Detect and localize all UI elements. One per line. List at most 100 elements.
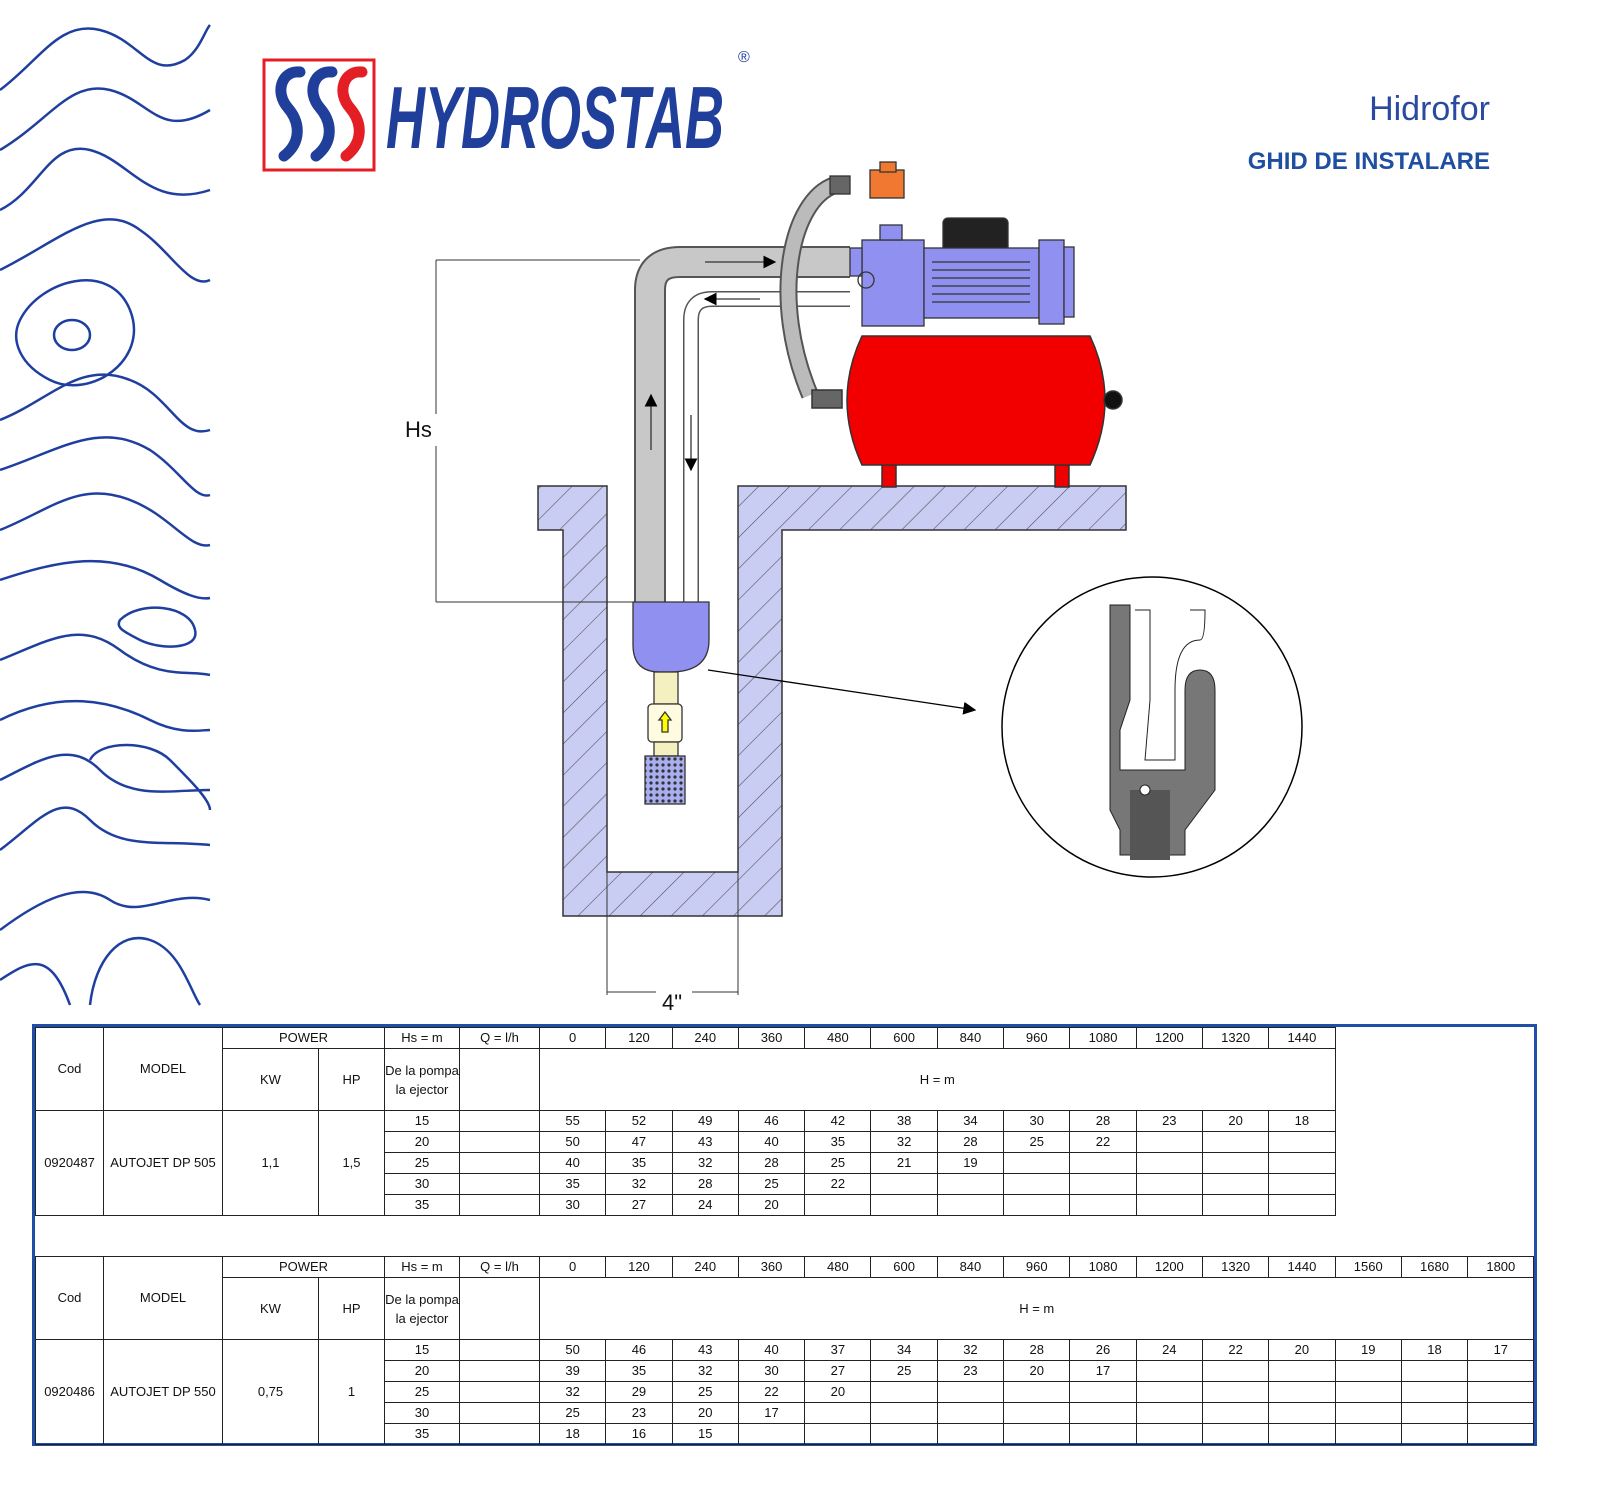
width-label: 4" — [662, 990, 682, 1015]
head-value — [804, 1423, 872, 1445]
head-value — [1400, 1423, 1469, 1445]
head-value: 28 — [737, 1152, 806, 1174]
head-value: 24 — [671, 1194, 739, 1216]
header-cod: Cod — [35, 1027, 104, 1111]
header-kw: KW — [222, 1277, 319, 1340]
head-value — [1003, 1423, 1071, 1445]
head-value: 18 — [1268, 1110, 1336, 1132]
head-value — [1135, 1152, 1203, 1174]
flow-value: 120 — [605, 1256, 673, 1278]
head-value — [1268, 1173, 1336, 1195]
head-value: 40 — [737, 1131, 806, 1153]
head-value — [804, 1402, 872, 1424]
header-hs-desc: De la pompa la ejector — [384, 1048, 460, 1111]
header-q: Q = l/h — [459, 1027, 540, 1049]
head-value — [1268, 1402, 1336, 1424]
flow-value: 1440 — [1268, 1256, 1336, 1278]
dimension-lines — [435, 259, 739, 995]
flow-value: 1320 — [1201, 1027, 1270, 1049]
head-value — [1135, 1131, 1203, 1153]
head-value — [1467, 1360, 1535, 1382]
head-value — [1069, 1402, 1137, 1424]
head-value — [1268, 1131, 1336, 1153]
flow-value: 120 — [605, 1027, 673, 1049]
registered-mark: ® — [738, 49, 750, 66]
head-value: 16 — [605, 1423, 673, 1445]
head-value — [1003, 1194, 1071, 1216]
head-value — [1400, 1402, 1469, 1424]
head-value: 32 — [605, 1173, 673, 1195]
head-value — [1400, 1360, 1469, 1382]
head-value — [1201, 1173, 1270, 1195]
header-kw: KW — [222, 1048, 319, 1111]
head-value — [1201, 1360, 1270, 1382]
pipes — [634, 176, 850, 602]
empty-cell — [459, 1339, 540, 1361]
hs-value: 25 — [384, 1152, 460, 1174]
header-model: MODEL — [103, 1256, 223, 1340]
head-value: 47 — [605, 1131, 673, 1153]
hs-value: 15 — [384, 1110, 460, 1132]
empty-cell — [459, 1152, 540, 1174]
head-value: 20 — [804, 1381, 872, 1403]
hs-value: 25 — [384, 1381, 460, 1403]
head-value: 25 — [1003, 1131, 1071, 1153]
head-value — [1467, 1402, 1535, 1424]
flow-value: 360 — [737, 1256, 806, 1278]
head-value — [1135, 1194, 1203, 1216]
empty-cell — [459, 1173, 540, 1195]
header-model: MODEL — [103, 1027, 223, 1111]
pump — [829, 161, 1075, 327]
head-value: 34 — [936, 1110, 1005, 1132]
head-value: 30 — [1003, 1110, 1071, 1132]
head-value — [1135, 1381, 1203, 1403]
flow-value: 360 — [737, 1027, 806, 1049]
head-value — [1135, 1402, 1203, 1424]
head-value: 52 — [605, 1110, 673, 1132]
head-value — [1467, 1381, 1535, 1403]
head-value: 37 — [804, 1339, 872, 1361]
empty-cell — [459, 1194, 540, 1216]
head-value — [870, 1423, 938, 1445]
head-value: 25 — [671, 1381, 739, 1403]
head-value — [870, 1173, 938, 1195]
head-value: 19 — [1334, 1339, 1402, 1361]
head-value: 20 — [671, 1402, 739, 1424]
head-value: 42 — [804, 1110, 872, 1132]
head-value — [1400, 1381, 1469, 1403]
head-value — [936, 1402, 1005, 1424]
ejector — [632, 601, 710, 805]
flow-value: 1200 — [1135, 1027, 1203, 1049]
head-value: 17 — [1069, 1360, 1137, 1382]
empty-cell — [459, 1423, 540, 1445]
flow-value: 0 — [538, 1256, 607, 1278]
head-value: 55 — [538, 1110, 607, 1132]
flow-value: 1560 — [1334, 1256, 1402, 1278]
head-value: 17 — [737, 1402, 806, 1424]
head-value: 35 — [804, 1131, 872, 1153]
flow-value: 600 — [870, 1256, 938, 1278]
head-value — [870, 1402, 938, 1424]
empty-cell — [459, 1360, 540, 1382]
flow-value: 840 — [936, 1027, 1005, 1049]
flow-value: 1080 — [1069, 1027, 1137, 1049]
flow-value: 240 — [671, 1027, 739, 1049]
head-value: 15 — [671, 1423, 739, 1445]
head-value — [1467, 1423, 1535, 1445]
head-value — [1135, 1173, 1203, 1195]
head-value — [1069, 1173, 1137, 1195]
empty-cell — [459, 1402, 540, 1424]
head-value: 35 — [605, 1152, 673, 1174]
flow-value: 1680 — [1400, 1256, 1469, 1278]
flow-value: 1080 — [1069, 1256, 1137, 1278]
head-value — [936, 1381, 1005, 1403]
head-value — [1069, 1152, 1137, 1174]
